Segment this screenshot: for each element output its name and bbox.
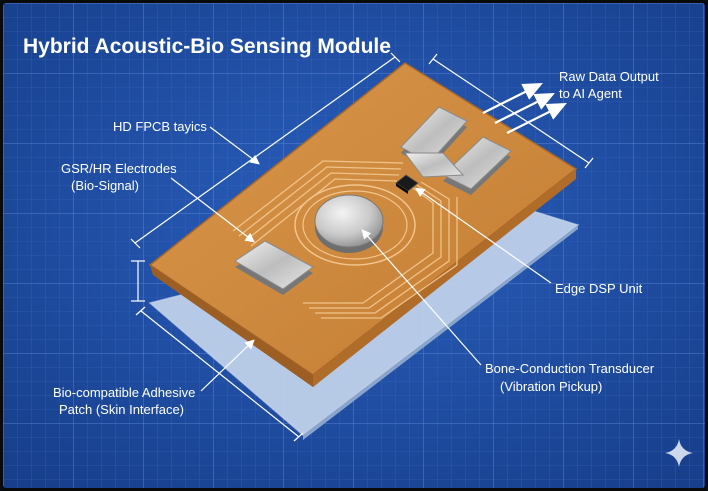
- label-raw-output-line2: to AI Agent: [559, 86, 622, 101]
- label-electrodes-line2: (Bio-Signal): [71, 178, 139, 193]
- edge-dsp-chip: [395, 174, 419, 194]
- label-raw-output-line1: Raw Data Output: [559, 69, 659, 84]
- gsr-hr-electrode-left: [234, 240, 314, 295]
- label-fpcb: HD FPCB tayics: [113, 119, 207, 134]
- label-transducer-line1: Bone-Conduction Transducer: [485, 361, 655, 376]
- dimension-lines: [130, 52, 594, 442]
- label-patch-line1: Bio-compatible Adhesive: [53, 385, 195, 400]
- diagram-canvas: Hybrid Acoustic-Bio Sensing Module: [3, 3, 705, 488]
- copper-traces: [232, 160, 458, 319]
- label-dsp: Edge DSP Unit: [555, 281, 643, 296]
- gsr-hr-electrode-right-bottom: [442, 136, 512, 195]
- sparkle-icon: [665, 439, 693, 467]
- transducer-ring-inner: [302, 190, 408, 260]
- electrode-right-block: [404, 152, 465, 178]
- bone-conduction-transducer: [314, 194, 384, 253]
- label-transducer-line2: (Vibration Pickup): [500, 379, 602, 394]
- transducer-ring: [294, 184, 416, 266]
- leader-lines: [170, 126, 552, 392]
- diagram-title: Hybrid Acoustic-Bio Sensing Module: [23, 35, 391, 58]
- label-patch-line2: Patch (Skin Interface): [59, 402, 184, 417]
- data-output-arrows: [482, 83, 567, 134]
- label-electrodes-line1: GSR/HR Electrodes: [61, 161, 177, 176]
